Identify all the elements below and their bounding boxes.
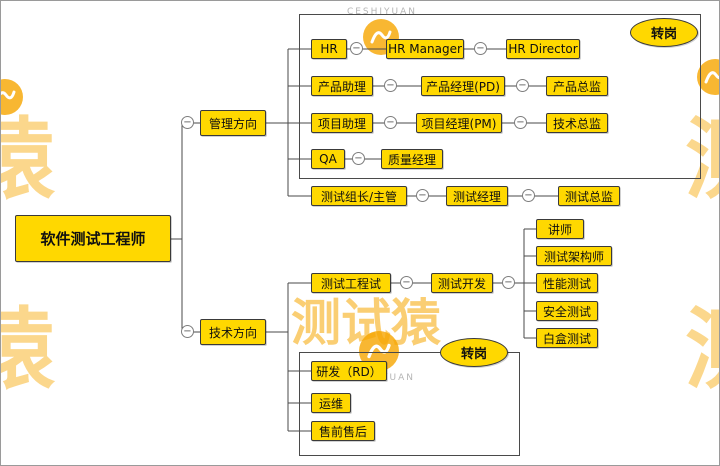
node-presales[interactable]: 售前售后: [311, 421, 375, 441]
node-ops[interactable]: 运维: [311, 393, 351, 413]
collapse-toggle[interactable]: −: [400, 276, 413, 289]
node-qa[interactable]: QA: [311, 149, 345, 169]
transfer-group-technical: [299, 352, 520, 456]
node-hr-manager[interactable]: HR Manager: [386, 39, 464, 59]
node-test-manager[interactable]: 测试经理: [446, 186, 508, 206]
node-test-dev[interactable]: 测试开发: [431, 273, 493, 293]
node-project-manager[interactable]: 项目经理(PM): [416, 113, 502, 133]
collapse-toggle[interactable]: −: [384, 79, 397, 92]
node-technical-branch[interactable]: 技术方向: [200, 319, 266, 345]
collapse-toggle[interactable]: −: [516, 79, 529, 92]
node-test-director[interactable]: 测试总监: [558, 186, 620, 206]
collapse-toggle[interactable]: −: [181, 325, 194, 338]
node-lecturer[interactable]: 讲师: [536, 219, 584, 239]
node-hr[interactable]: HR: [311, 39, 347, 59]
collapse-toggle[interactable]: −: [350, 42, 363, 55]
collapse-toggle[interactable]: −: [352, 152, 365, 165]
node-hr-director[interactable]: HR Director: [506, 39, 580, 59]
node-test-architect[interactable]: 测试架构师: [536, 246, 612, 266]
collapse-toggle[interactable]: −: [416, 189, 429, 202]
collapse-toggle[interactable]: −: [502, 276, 515, 289]
transfer-group-management: [299, 14, 701, 179]
collapse-toggle[interactable]: −: [181, 116, 194, 129]
node-product-manager[interactable]: 产品经理(PD): [421, 76, 505, 96]
collapse-toggle[interactable]: −: [384, 116, 397, 129]
node-test-lead[interactable]: 测试组长/主管: [311, 186, 407, 206]
collapse-toggle[interactable]: −: [514, 116, 527, 129]
node-quality-manager[interactable]: 质量经理: [381, 149, 443, 169]
node-product-director[interactable]: 产品总监: [546, 76, 608, 96]
node-rd[interactable]: 研发（RD）: [311, 361, 387, 381]
node-test-engineer[interactable]: 测试工程试: [311, 273, 391, 293]
collapse-toggle[interactable]: −: [522, 189, 535, 202]
node-performance-test[interactable]: 性能测试: [536, 273, 598, 293]
node-product-assistant[interactable]: 产品助理: [311, 76, 373, 96]
node-tech-director[interactable]: 技术总监: [546, 113, 608, 133]
transfer-badge-top[interactable]: 转岗: [630, 18, 698, 47]
node-root[interactable]: 软件测试工程师: [15, 215, 171, 262]
node-whitebox-test[interactable]: 白盒测试: [536, 328, 598, 348]
node-security-test[interactable]: 安全测试: [536, 301, 598, 321]
transfer-badge-bottom[interactable]: 转岗: [440, 338, 508, 367]
collapse-toggle[interactable]: −: [474, 42, 487, 55]
node-project-assistant[interactable]: 项目助理: [311, 113, 373, 133]
node-management-branch[interactable]: 管理方向: [200, 110, 266, 136]
